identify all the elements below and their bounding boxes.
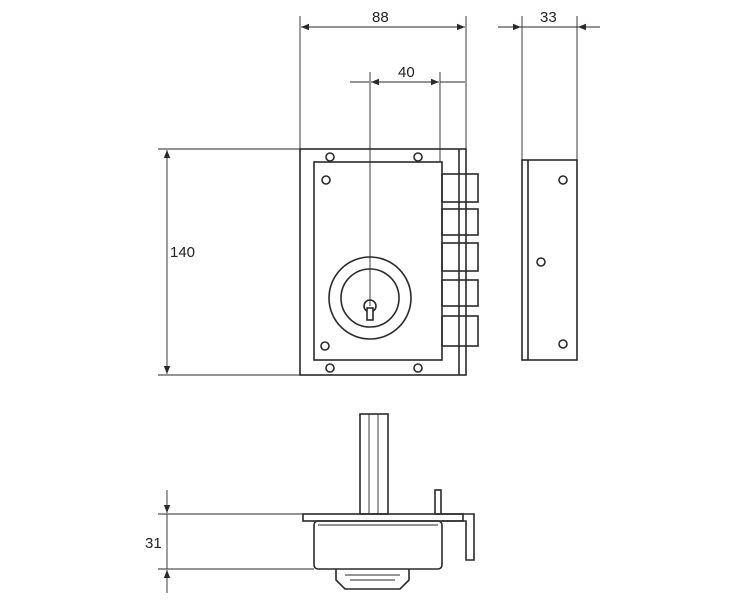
screw: [558, 175, 568, 185]
bracket-tab: [434, 489, 442, 515]
screw: [536, 257, 546, 267]
bolt: [441, 315, 479, 347]
screw: [413, 152, 423, 162]
front-case-outline: [299, 148, 467, 376]
side-case-outline: [521, 159, 578, 361]
front-view: [299, 72, 479, 376]
screw: [413, 363, 423, 373]
bolts: [441, 173, 479, 347]
dim-depth-label: 33: [540, 9, 557, 26]
bolt: [441, 242, 479, 272]
screw: [325, 363, 335, 373]
screw: [325, 152, 335, 162]
spindle: [359, 413, 389, 515]
bottom-view: [302, 413, 475, 590]
dim-height-label: 140: [170, 244, 195, 261]
bolt: [441, 173, 479, 203]
screw: [321, 175, 331, 185]
screws: [320, 152, 423, 373]
keyhole-slot: [366, 307, 374, 321]
bolt: [441, 208, 479, 236]
dimensions: 88 40 33 140 31: [145, 9, 600, 593]
strike-bracket: [442, 513, 475, 561]
side-view: [521, 159, 578, 361]
bolt: [441, 279, 479, 307]
lock-body: [313, 520, 443, 570]
screw: [558, 339, 568, 349]
cylinder-nut: [335, 569, 410, 590]
cover-plate: [313, 161, 443, 361]
dim-width-label: 88: [372, 9, 389, 26]
screw: [320, 341, 330, 351]
dim-offset-label: 40: [398, 64, 415, 81]
face-plate: [302, 513, 464, 522]
dim-front-label: 31: [145, 535, 162, 552]
